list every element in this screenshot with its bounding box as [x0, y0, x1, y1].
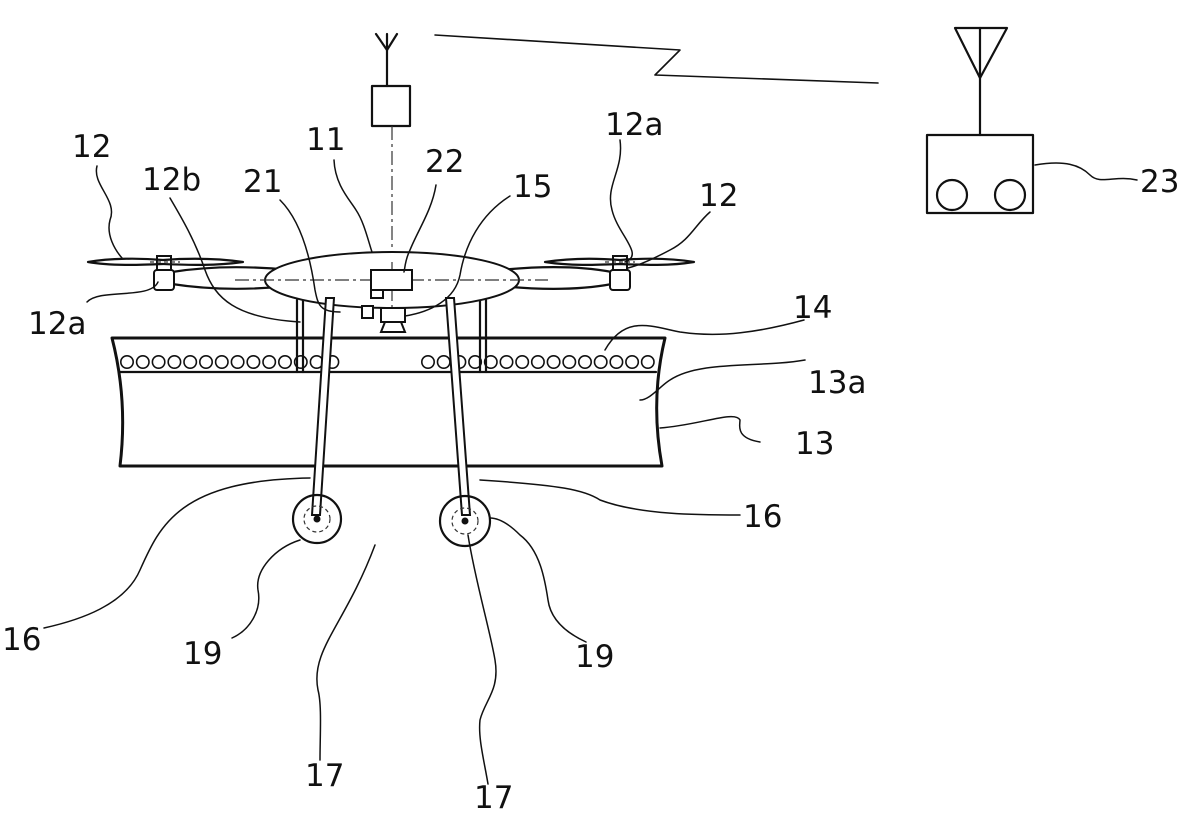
pump-connector — [371, 290, 383, 298]
label-11: 11 — [306, 122, 345, 158]
nozzle — [610, 356, 622, 368]
nozzle — [279, 356, 291, 368]
nozzle-row — [121, 356, 654, 368]
nozzle — [121, 356, 133, 368]
leg-right — [446, 298, 470, 515]
leader-lines — [44, 140, 1137, 784]
nozzle — [231, 356, 243, 368]
label-21: 21 — [243, 164, 282, 200]
nozzle — [579, 356, 591, 368]
label-12b: 12b — [142, 162, 201, 198]
nozzle — [595, 356, 607, 368]
nozzle — [547, 356, 559, 368]
nozzle — [500, 356, 512, 368]
label-14: 14 — [793, 290, 832, 326]
label-23: 23 — [1140, 164, 1179, 200]
label-22: 22 — [425, 144, 464, 180]
nozzle — [152, 356, 164, 368]
wireless-link — [435, 35, 878, 83]
leg-left — [312, 298, 334, 515]
label-13a: 13a — [808, 365, 866, 401]
controller-button-left — [937, 180, 967, 210]
nozzle — [200, 356, 212, 368]
label-12-right: 12 — [699, 178, 738, 214]
nozzle — [263, 356, 275, 368]
left-motor — [154, 270, 174, 290]
control-unit-22 — [371, 270, 412, 290]
label-12a-left: 12a — [28, 306, 86, 342]
label-17-right: 17 — [474, 780, 513, 816]
right-motor — [610, 270, 630, 290]
controller-box — [927, 135, 1033, 213]
nozzle — [247, 356, 259, 368]
label-17-left: 17 — [305, 758, 344, 794]
label-19-left: 19 — [183, 636, 222, 672]
nozzle — [216, 356, 228, 368]
nozzle — [626, 356, 638, 368]
label-16-left: 16 — [2, 622, 41, 658]
nozzle — [642, 356, 654, 368]
controller-button-right — [995, 180, 1025, 210]
nozzle — [516, 356, 528, 368]
label-13: 13 — [795, 426, 834, 462]
spray-pump-15 — [381, 308, 405, 322]
nozzle — [184, 356, 196, 368]
label-12a-right: 12a — [605, 107, 663, 143]
nozzle — [422, 356, 434, 368]
remote-controller — [927, 28, 1033, 213]
label-15: 15 — [513, 169, 552, 205]
label-19-right: 19 — [575, 639, 614, 675]
spray-nozzle-head — [381, 322, 405, 332]
nozzle — [532, 356, 544, 368]
nozzle — [168, 356, 180, 368]
onboard-antenna — [376, 34, 397, 86]
label-12-left: 12 — [72, 129, 111, 165]
receiver-module — [372, 86, 410, 126]
nozzle — [563, 356, 575, 368]
nozzle — [438, 356, 450, 368]
pump-unit-21 — [362, 306, 373, 318]
label-16-right: 16 — [743, 499, 782, 535]
nozzle — [137, 356, 149, 368]
